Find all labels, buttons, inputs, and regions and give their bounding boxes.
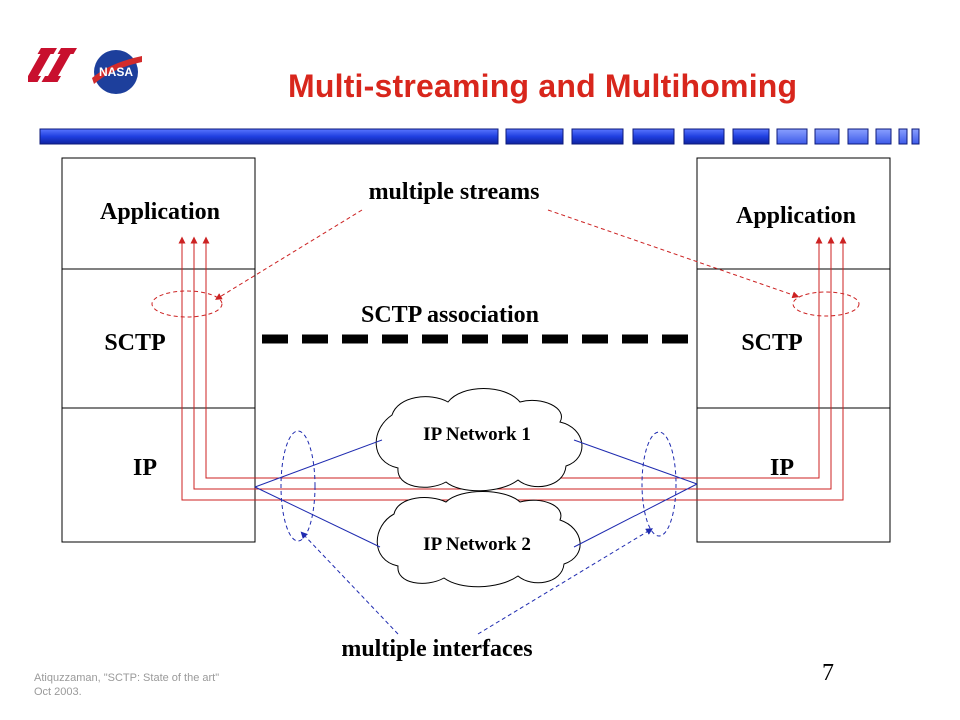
left-ip-label: IP xyxy=(133,455,157,481)
network-1-to-right xyxy=(573,439,698,485)
left-to-network-1 xyxy=(254,439,383,488)
interface-paths xyxy=(254,439,698,548)
right-sctp-label: SCTP xyxy=(741,330,802,356)
interfaces-pointer-left xyxy=(300,531,399,635)
ip-network-1-label: IP Network 1 xyxy=(423,424,531,445)
left-to-network-2 xyxy=(254,486,381,548)
ip-network-2-cloud: IP Network 2 xyxy=(376,491,581,588)
decorative-progress-bar xyxy=(39,128,920,145)
left-stack: Application SCTP IP xyxy=(61,157,256,543)
stream-path-2 xyxy=(190,236,835,490)
right-stack: Application SCTP IP xyxy=(696,157,891,543)
nasa-logo: NASA xyxy=(92,50,142,94)
left-application-label: Application xyxy=(100,199,220,225)
left-streams-ellipse xyxy=(151,290,223,318)
network-2-to-right xyxy=(573,483,698,548)
multiple-interfaces-label: multiple interfaces xyxy=(341,636,532,662)
right-ip-label: IP xyxy=(770,455,794,481)
ip-network-2-label: IP Network 2 xyxy=(423,534,531,555)
footer-date: Oct 2003. xyxy=(34,686,82,698)
slide-title: Multi-streaming and Multihoming xyxy=(288,68,798,104)
interfaces-pointer-right xyxy=(477,528,653,635)
right-application-label: Application xyxy=(736,203,856,229)
footer-author: Atiquzzaman, "SCTP: State of the art" xyxy=(34,672,220,684)
ou-logo xyxy=(28,48,78,82)
left-sctp-label: SCTP xyxy=(104,330,165,356)
sctp-association-label: SCTP association xyxy=(361,302,539,328)
nasa-logo-text: NASA xyxy=(99,65,133,79)
streams-pointer-right xyxy=(547,209,800,299)
right-streams-ellipse xyxy=(792,291,860,317)
right-interfaces-ellipse xyxy=(641,431,677,537)
page-number: 7 xyxy=(822,660,834,686)
multiple-streams-label: multiple streams xyxy=(369,179,540,205)
ip-network-1-cloud: IP Network 1 xyxy=(375,388,583,492)
left-interfaces-ellipse xyxy=(280,430,316,542)
streams-pointer-left xyxy=(215,209,363,300)
